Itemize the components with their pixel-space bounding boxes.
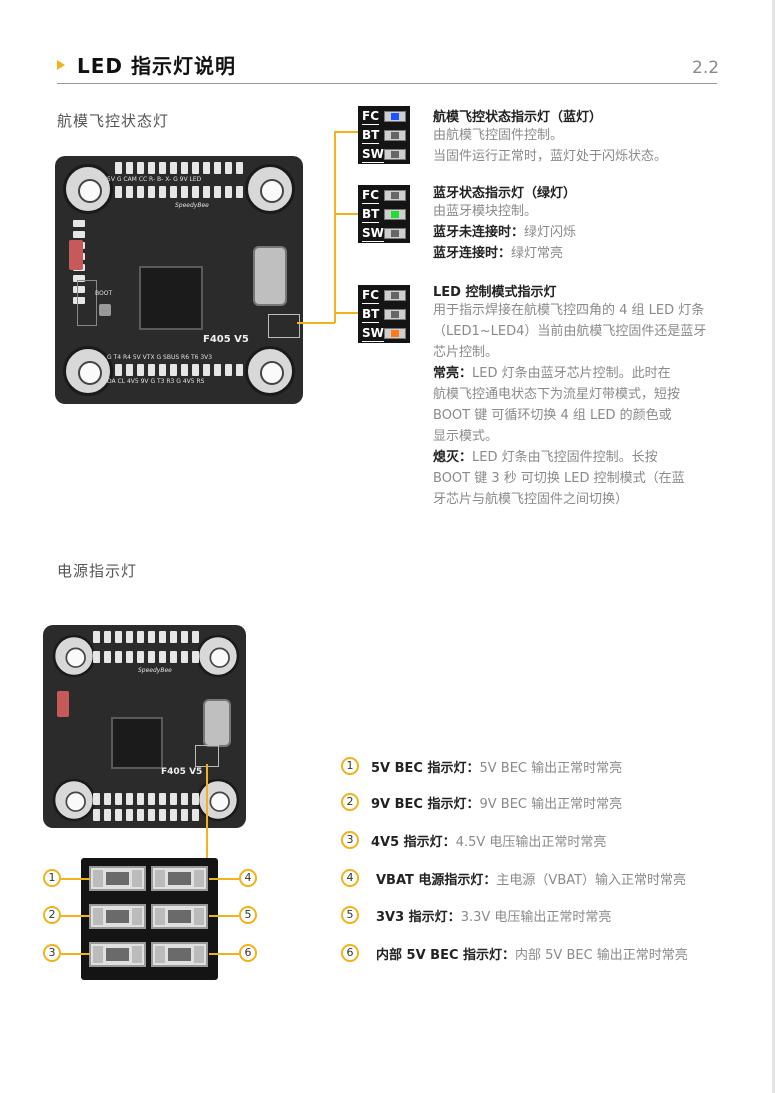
bottom-pad-labels-2: DA CL 4V5 9V G T3 R3 G 4V5 RS: [107, 378, 205, 385]
section-title-power-led: 电源指示灯: [57, 562, 138, 580]
power-item-6: 内部 5V BEC 指示灯：内部 5V BEC 输出正常时常亮: [376, 948, 688, 963]
bottom-solder-pads: [93, 793, 199, 805]
top-pad-labels: 5V G CAM CC R- B- X- G 9V LED: [107, 176, 202, 183]
top-solder-pads-2: [115, 186, 243, 198]
board-model-label: F405 V5: [161, 767, 203, 777]
callout-6: 6: [239, 944, 257, 962]
page-title: LED 指示灯说明: [77, 54, 236, 78]
boot-button: [99, 304, 111, 316]
red-component: [57, 691, 69, 717]
list-num-4: 4: [341, 869, 359, 887]
callout-5: 5: [239, 906, 257, 924]
connector-line: [334, 312, 358, 314]
header-triangle-icon: [57, 60, 65, 70]
callout-line: [209, 915, 239, 917]
bottom-solder-pads: [115, 364, 243, 376]
callout-2: 2: [43, 906, 61, 924]
top-solder-pads: [93, 631, 199, 643]
mount-hole: [63, 164, 113, 214]
brand-logo: SpeedyBee: [138, 667, 172, 674]
usb-c-port: [203, 699, 231, 747]
power-item-2: 9V BEC 指示灯：9V BEC 输出正常时常亮: [371, 797, 623, 812]
bottom-solder-pads-2: [93, 809, 199, 821]
led-mode-indicator-icon: FC BT SW: [358, 285, 410, 343]
callout-line: [209, 878, 239, 880]
power-item-5: 3V3 指示灯：3.3V 电压输出正常时常亮: [376, 910, 612, 925]
list-num-5: 5: [341, 906, 359, 924]
bt-status-led-icon: FC BT SW: [358, 185, 410, 243]
block3-title: LED 控制模式指示灯: [433, 285, 557, 300]
power-item-4: VBAT 电源指示灯：主电源（VBAT）输入正常时常亮: [376, 873, 687, 888]
brand-logo: SpeedyBee: [175, 202, 209, 209]
mount-hole: [52, 634, 96, 678]
led-chip-4: [151, 866, 208, 891]
section-title-status-led: 航模飞控状态灯: [57, 112, 170, 130]
bottom-pad-labels: G T4 R4 5V VTX G SBUS R6 T6 3V3: [107, 354, 213, 361]
page-edge: [772, 0, 775, 1093]
mcu-chip: [139, 266, 203, 330]
list-num-3: 3: [341, 831, 359, 849]
led-chip-5: [151, 904, 208, 929]
connector-line: [334, 131, 336, 323]
callout-line: [61, 878, 90, 880]
boot-label: BOOT: [95, 290, 113, 297]
block2-title: 蓝牙状态指示灯（绿灯）: [433, 186, 577, 201]
board-model-label: F405 V5: [203, 334, 249, 345]
flight-controller-board-image: 5V G CAM CC R- B- X- G 9V LED SpeedyBee …: [55, 156, 303, 404]
led-chip-2: [89, 904, 146, 929]
led-chip-1: [89, 866, 146, 891]
led-chip-6: [151, 942, 208, 967]
callout-4: 4: [239, 869, 257, 887]
mcu-chip: [111, 717, 163, 769]
flight-controller-board-image-2: SpeedyBee F405 V5: [43, 625, 246, 828]
mount-hole: [63, 346, 113, 396]
fc-status-led-icon: FC BT SW: [358, 106, 410, 164]
status-led-group: [268, 314, 300, 338]
connector-line: [334, 131, 358, 133]
callout-line: [61, 953, 90, 955]
connector-line: [206, 764, 208, 858]
mount-hole: [245, 346, 295, 396]
list-num-6: 6: [341, 944, 359, 962]
block1-body: 由航模飞控固件控制。 当固件运行正常时，蓝灯处于闪烁状态。: [433, 128, 668, 164]
callout-3: 3: [43, 944, 61, 962]
led-chip-3: [89, 942, 146, 967]
top-solder-pads-2: [93, 651, 199, 663]
list-num-2: 2: [341, 793, 359, 811]
connector-line: [297, 322, 335, 324]
power-item-1: 5V BEC 指示灯：5V BEC 输出正常时常亮: [371, 761, 623, 776]
connector-line: [334, 213, 358, 215]
mount-hole: [245, 164, 295, 214]
top-solder-pads: [115, 162, 243, 174]
red-component: [69, 240, 83, 270]
power-led-closeup: [81, 858, 218, 980]
block2-body: 由蓝牙模块控制。 蓝牙未连接时：绿灯闪烁 蓝牙连接时：绿灯常亮: [433, 204, 577, 261]
callout-line: [209, 953, 239, 955]
callout-line: [61, 915, 90, 917]
page-number: 2.2: [692, 58, 720, 78]
mount-hole: [196, 634, 240, 678]
power-item-3: 4V5 指示灯：4.5V 电压输出正常时常亮: [371, 835, 607, 850]
mount-hole: [196, 778, 240, 822]
callout-1: 1: [43, 869, 61, 887]
block3-body: 用于指示焊接在航模飞控四角的 4 组 LED 灯条 （LED1~LED4）当前由…: [433, 303, 707, 507]
usb-c-port: [253, 246, 287, 306]
mount-hole: [52, 778, 96, 822]
block1-title: 航模飞控状态指示灯（蓝灯）: [433, 110, 603, 125]
pin-header: [77, 280, 97, 326]
list-num-1: 1: [341, 757, 359, 775]
header-divider: [57, 83, 717, 84]
